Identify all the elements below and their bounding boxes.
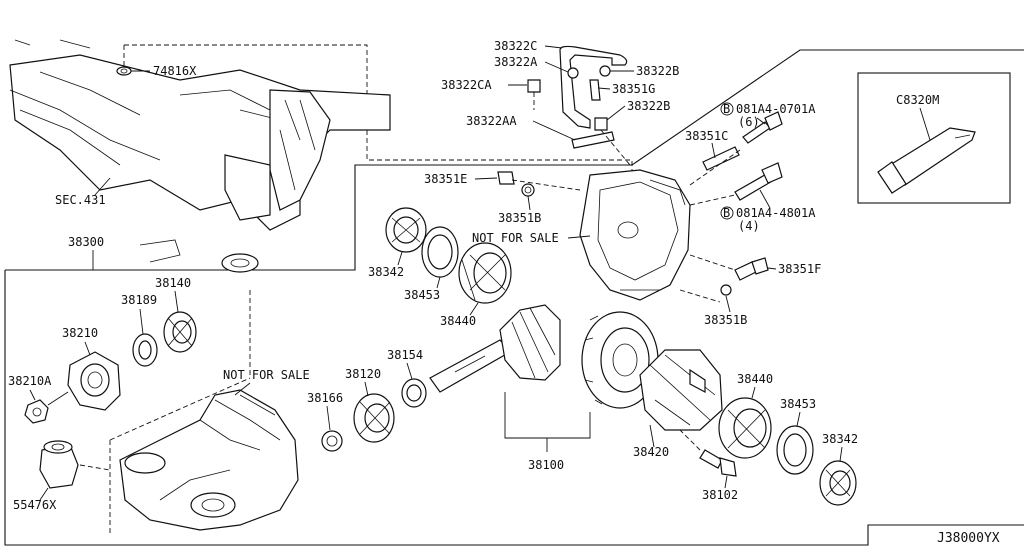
label-38100: 38100 [528,458,564,472]
sealant-box [857,72,1011,204]
label-55476x: 55476X [13,498,57,512]
pin-38351c [702,146,740,171]
label-bolt-lower-qty: (4) [738,219,760,233]
label-38453-bottom: 38453 [780,397,816,411]
flange-nut [24,399,49,424]
differential-carrier [119,389,299,531]
suspension-member [9,39,391,273]
bearing-38342-bottom [819,460,857,506]
label-38322c: 38322C [494,39,537,53]
label-38351b-top: 38351B [498,211,541,225]
label-38140: 38140 [155,276,191,290]
bearing-38440-top [458,242,512,304]
bearing-38140 [163,311,197,353]
oil-seal-38189 [132,333,158,367]
label-38322b-mid: 38322B [627,99,670,113]
label-38154: 38154 [387,348,423,362]
companion-flange [67,351,121,411]
marker-b-lower: B [723,206,730,220]
upper-dashed-box [124,44,633,180]
collapsible-spacer [321,430,343,452]
drain-plug-38351e [497,171,581,197]
through-bolt-upper [742,111,783,144]
label-74816x: 74816X [153,64,197,78]
label-38210a: 38210A [8,374,52,388]
breather-hose [527,45,631,166]
label-not-for-sale-top: NOT FOR SALE [472,231,559,245]
lower-left-frame [4,49,1024,546]
label-38102: 38102 [702,488,738,502]
label-38322ca: 38322CA [441,78,492,92]
label-38342-top: 38342 [368,265,404,279]
label-38420: 38420 [633,445,669,459]
filler-plug-38351f [720,257,769,296]
seal-38453-bottom [776,425,814,475]
label-sec431: SEC.431 [55,193,106,207]
seal-38453-top [421,226,459,278]
differential-case [639,349,723,431]
mount-insulator [39,440,79,489]
label-38166: 38166 [307,391,343,405]
label-38322b-top: 38322B [636,64,679,78]
ring-gear [581,311,659,409]
label-38322a: 38322A [494,55,538,69]
label-38189: 38189 [121,293,157,307]
label-38351f: 38351F [778,262,821,276]
label-38453-top: 38453 [404,288,440,302]
bearing-38342-top [385,207,427,253]
sealant-tube [877,127,976,194]
diagram-id: J38000YX [937,531,1000,546]
adjusting-washer [401,378,427,408]
rear-cover [579,169,691,301]
label-not-for-sale-bottom: NOT FOR SALE [223,368,310,382]
label-38351b-bottom: 38351B [704,313,747,327]
bearing-38120 [353,393,395,443]
label-bolt-upper-code: 081A4-0701A [736,102,816,116]
label-38210: 38210 [62,326,98,340]
label-38440-top: 38440 [440,314,476,328]
label-38351c: 38351C [685,129,728,143]
label-38300: 38300 [68,235,104,249]
label-bolt-upper-qty: (6) [738,115,760,129]
label-38440-bottom: 38440 [737,372,773,386]
drive-pinion [429,304,561,393]
ring-gear-bolt [679,429,737,477]
label-bolt-lower-code: 081A4-4801A [736,206,816,220]
label-c8320m: C8320M [896,93,939,107]
label-38342-bottom: 38342 [822,432,858,446]
lower-dashed-box [79,290,251,535]
marker-b-upper: B [723,102,730,116]
label-38322aa: 38322AA [466,114,517,128]
label-38351e: 38351E [424,172,467,186]
clip-74816x [116,66,150,76]
through-bolt-lower [734,162,783,201]
bracket-38100 [504,392,591,452]
bearing-38440-bottom [718,397,772,459]
label-38351g: 38351G [612,82,655,96]
label-38120: 38120 [345,367,381,381]
